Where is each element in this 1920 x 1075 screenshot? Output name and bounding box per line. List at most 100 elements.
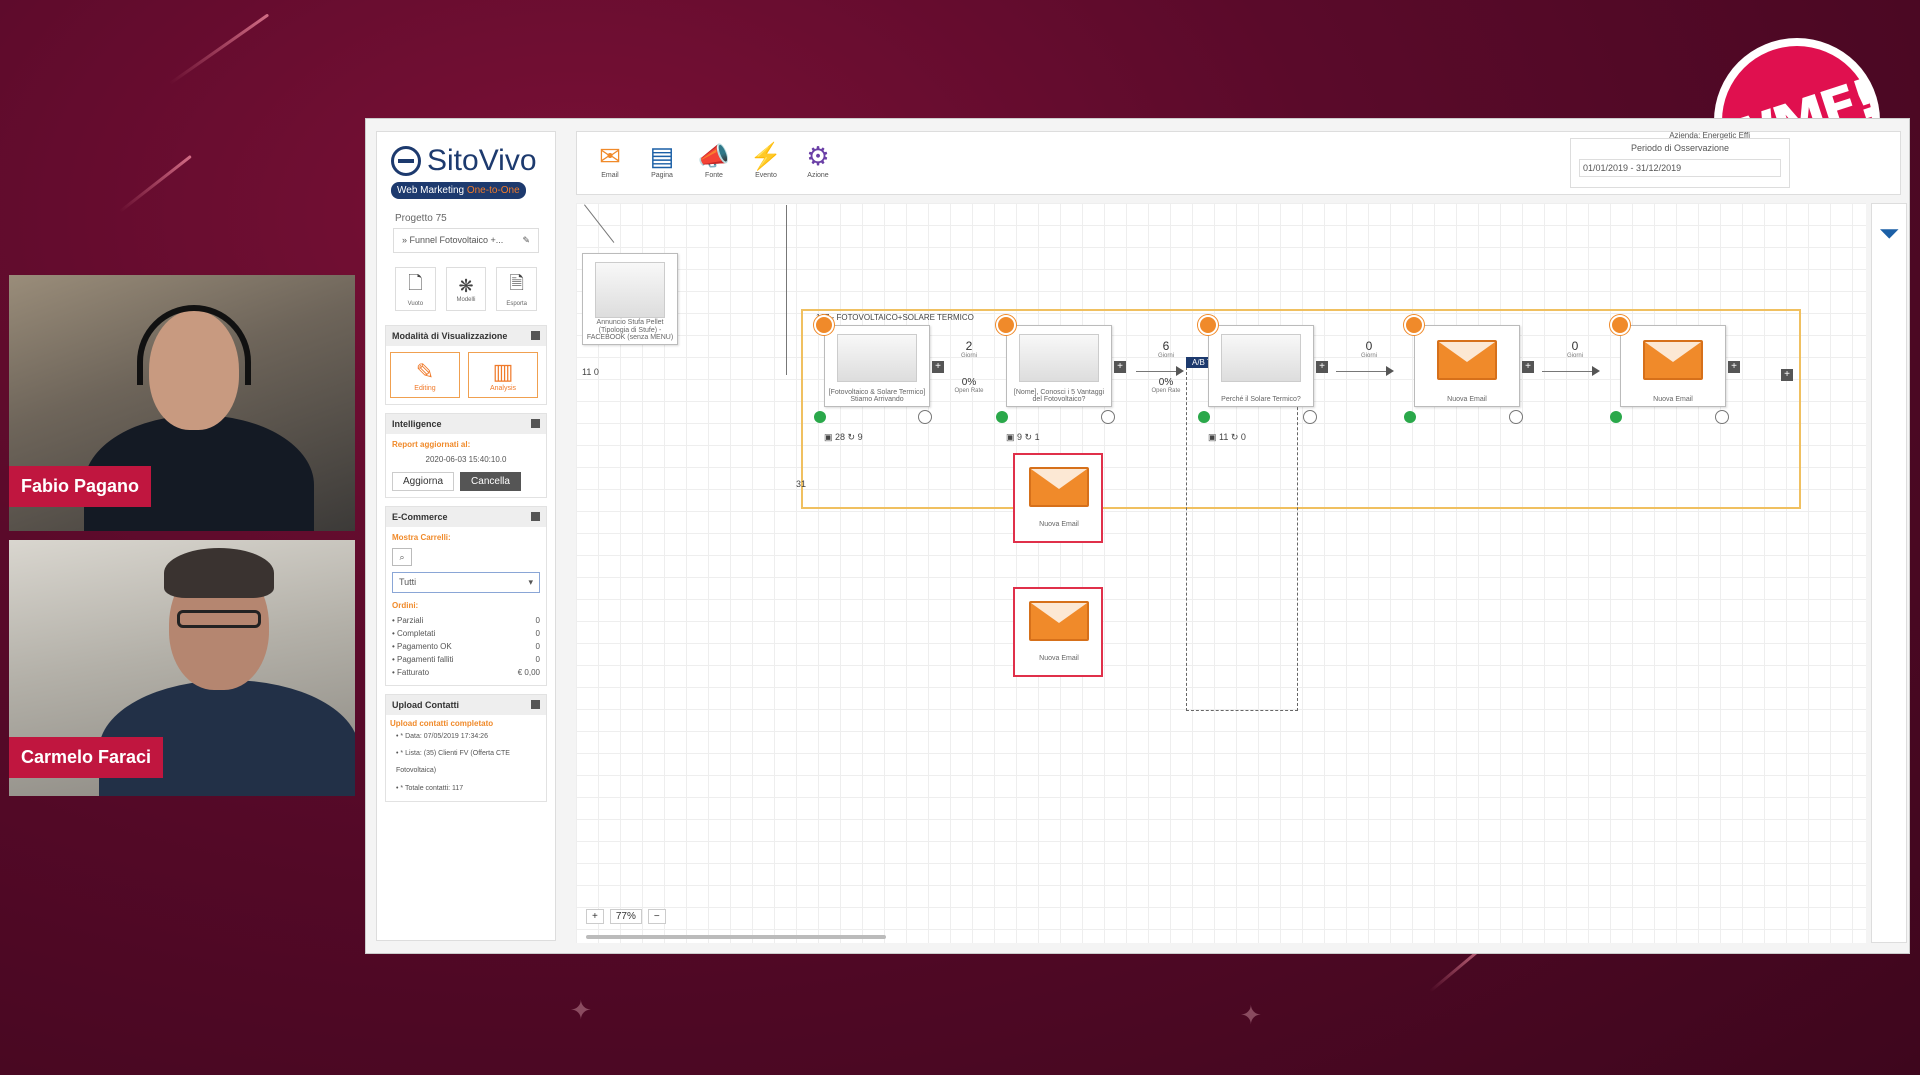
company-label: Azienda: Energetic Effi — [1669, 131, 1750, 140]
exit-icon[interactable] — [918, 410, 932, 424]
edit-icon: ✎ — [415, 358, 435, 384]
list-item: Fotovoltaica) — [396, 767, 437, 775]
webcam-speaker-1: Fabio Pagano — [9, 275, 355, 531]
add-event-tool[interactable]: ⚡Evento — [743, 140, 789, 179]
list-item: • * Lista: (35) Clienti FV (Offerta CTE — [396, 750, 510, 758]
report-date: 2020-06-03 15:40:10.0 — [425, 455, 507, 464]
pencil-icon[interactable]: ✎ — [522, 235, 530, 245]
headset — [137, 305, 251, 385]
zoom-in-button[interactable]: + — [586, 909, 604, 924]
zoom-out-button[interactable]: − — [647, 909, 666, 924]
horizontal-scrollbar[interactable] — [586, 935, 886, 939]
filter-panel: ⏷ — [1871, 203, 1907, 943]
link-open-rate: 0%Open Rate — [1151, 377, 1181, 394]
add-icon[interactable]: + — [1781, 369, 1793, 381]
speaker-name-tag: Carmelo Faraci — [9, 737, 164, 778]
add-icon[interactable]: + — [1728, 361, 1740, 373]
add-source-tool[interactable]: 📣Fonte — [691, 140, 737, 179]
variant-a-icon[interactable] — [1101, 410, 1115, 424]
envelope-icon — [1643, 340, 1703, 380]
collapse-icon[interactable] — [531, 331, 540, 340]
email-node[interactable]: [Fotovoltaico & Solare Termico] Stiamo A… — [824, 325, 930, 407]
connector-line — [786, 205, 787, 375]
add-action-tool[interactable]: ⚙Azione — [795, 140, 841, 179]
sidebar: SitoVivo Web Marketing One-to-One Proget… — [376, 131, 556, 941]
connector-arrow — [1136, 366, 1184, 376]
add-icon[interactable]: + — [1522, 361, 1534, 373]
list-item: • * Data: 07/05/2019 17:34:26 — [396, 733, 488, 740]
email-node[interactable]: [Nome], Conosci i 5 Vantaggi del Fotovol… — [1006, 325, 1112, 407]
intelligence-panel: Intelligence Report aggiornati al: 2020-… — [385, 413, 547, 498]
node-counts: ▣ 9 ↻ 1 — [1006, 432, 1040, 442]
email-badge-icon — [1198, 315, 1218, 335]
glasses — [177, 610, 261, 628]
ab-variant-node[interactable]: Nuova Email — [1013, 453, 1103, 543]
connector-arrow — [1336, 366, 1394, 376]
show-carts-label: Mostra Carrelli: — [392, 533, 451, 542]
ecommerce-panel: E-Commerce Mostra Carrelli: ⌕ Tutti▾ Ord… — [385, 506, 547, 686]
blank-page-button[interactable]: 🗋Vuoto — [395, 267, 436, 311]
envelope-icon — [1029, 467, 1089, 507]
collapse-icon[interactable] — [531, 512, 540, 521]
add-icon[interactable]: + — [932, 361, 944, 373]
collapse-icon[interactable] — [531, 419, 540, 428]
add-icon[interactable]: + — [1114, 361, 1126, 373]
exit-icon[interactable] — [1715, 410, 1729, 424]
collapse-icon[interactable] — [531, 700, 540, 709]
export-pdf-button[interactable]: 🗎Esporta — [496, 267, 538, 311]
project-label: Progetto 75 — [395, 213, 447, 224]
brand-tagline: Web Marketing One-to-One — [391, 182, 526, 199]
status-dot — [996, 411, 1008, 423]
status-dot — [814, 411, 826, 423]
blank-page-icon: 🗋 — [408, 273, 423, 293]
pdf-icon: 🗎 — [509, 273, 524, 293]
exit-icon[interactable] — [1303, 410, 1317, 424]
exit-icon[interactable] — [1509, 410, 1523, 424]
search-icon[interactable]: ⌕ — [392, 548, 412, 566]
email-sequence-group[interactable] — [801, 309, 1801, 509]
ab-test-label: A/B Test — [1186, 357, 1228, 368]
email-node[interactable]: Nuova Email — [1620, 325, 1726, 407]
orders-label: Ordini: — [392, 601, 419, 610]
envelope-icon — [1029, 601, 1089, 641]
add-page-tool[interactable]: ▤Pagina — [639, 140, 685, 179]
sparkle-icon: ✦ — [570, 995, 592, 1025]
node-counts: ▣ 28 ↻ 9 — [824, 432, 863, 442]
gears-icon: ⚙ — [806, 141, 830, 171]
email-node[interactable]: Nuova Email — [1414, 325, 1520, 407]
group-count: 31 — [796, 479, 807, 489]
add-email-tool[interactable]: ✉Email — [587, 140, 633, 179]
sitovivo-logo: SitoVivo Web Marketing One-to-One — [377, 132, 555, 207]
email-badge-icon — [814, 315, 834, 335]
list-item: • * Totale contatti: 117 — [396, 784, 464, 792]
email-node[interactable]: Perché il Solare Termico? — [1208, 325, 1314, 407]
envelope-icon — [1437, 340, 1497, 380]
zoom-level: 77% — [609, 909, 642, 924]
brand-name: SitoVivo — [427, 144, 537, 177]
project-select[interactable]: » Funnel Fotovoltaico +...✎ — [393, 228, 539, 253]
background-streak — [119, 154, 192, 213]
group-title: 107 - FOTOVOLTAICO+SOLARE TERMICO — [816, 313, 974, 322]
speaker-hair — [164, 548, 274, 598]
date-range-field[interactable]: 01/01/2019 - 31/12/2019 — [1579, 159, 1781, 177]
cancel-button[interactable]: Cancella — [460, 472, 521, 491]
sparkle-icon: ✦ — [1240, 1000, 1262, 1030]
filter-icon[interactable]: ⏷ — [1878, 218, 1900, 248]
page-icon: ▤ — [649, 141, 675, 171]
carts-select[interactable]: Tutti▾ — [392, 572, 540, 593]
analysis-mode-button[interactable]: ▥Analysis — [468, 352, 538, 398]
source-node[interactable]: Annuncio Stufa Pellet (Tipologia di Stuf… — [582, 253, 678, 345]
ab-variant-node[interactable]: Nuova Email — [1013, 587, 1103, 677]
add-icon[interactable]: + — [1316, 361, 1328, 373]
bar-chart-icon: ▥ — [492, 358, 514, 384]
models-button[interactable]: ❋Modelli — [445, 267, 487, 311]
editing-mode-button[interactable]: ✎Editing — [390, 352, 460, 398]
node-counts: ▣ 11 ↻ 0 — [1208, 432, 1246, 442]
update-button[interactable]: Aggiorna — [392, 472, 455, 491]
webcam-speaker-2: Carmelo Faraci — [9, 540, 355, 796]
